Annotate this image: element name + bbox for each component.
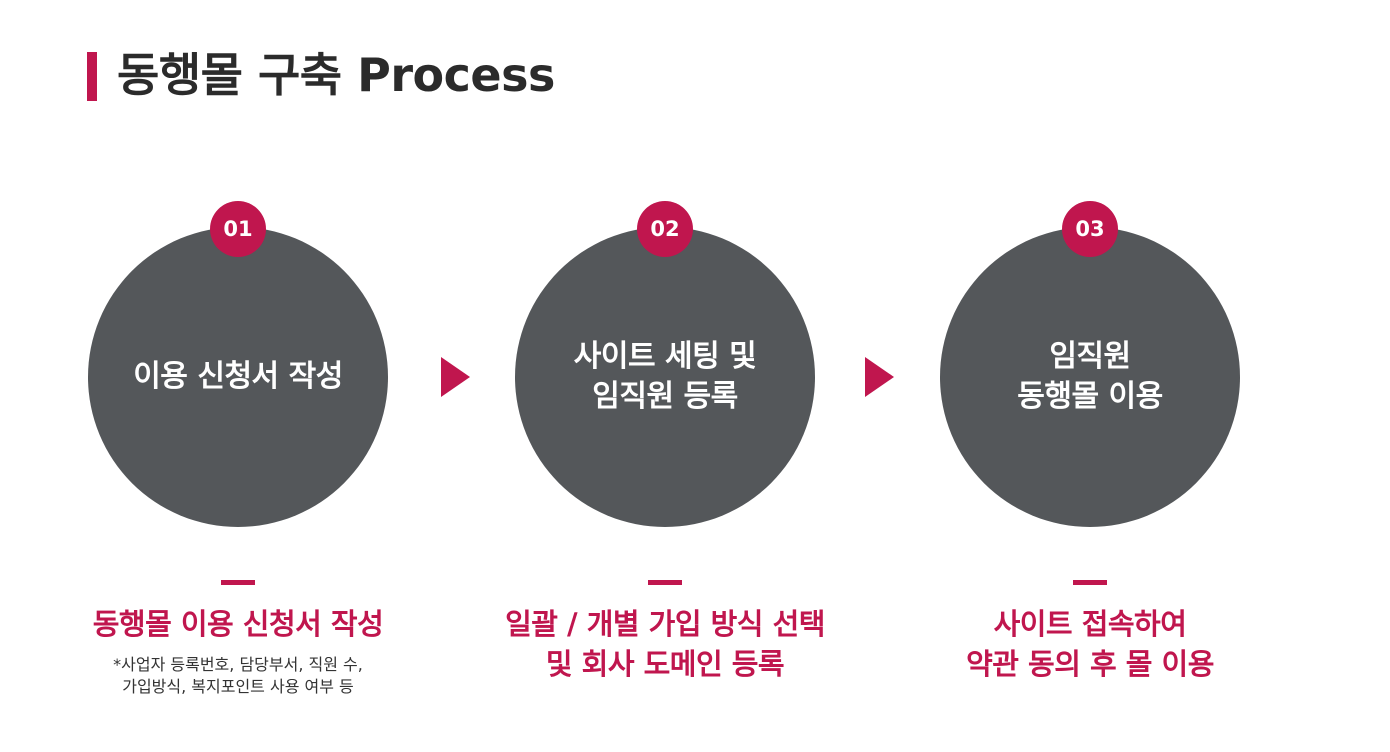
- process-step-2: 사이트 세팅 및 임직원 등록 02 일괄 / 개별 가입 방식 선택 및 회사…: [505, 0, 825, 752]
- step-circle: 이용 신청서 작성: [88, 227, 388, 527]
- step-circle: 임직원 동행몰 이용: [940, 227, 1240, 527]
- step-note: *사업자 등록번호, 담당부서, 직원 수, 가입방식, 복지포인트 사용 여부…: [113, 655, 363, 696]
- process-step-3: 임직원 동행몰 이용 03 사이트 접속하여 약관 동의 후 몰 이용: [940, 0, 1240, 752]
- step-caption: 일괄 / 개별 가입 방식 선택 및 회사 도메인 등록: [505, 607, 825, 681]
- page-title: 동행몰 구축 Process: [117, 48, 555, 102]
- step-number-badge: 01: [210, 201, 266, 257]
- step-divider: [648, 580, 682, 585]
- step-divider: [1073, 580, 1107, 585]
- step-caption: 동행몰 이용 신청서 작성: [92, 607, 384, 641]
- step-circle-text: 이용 신청서 작성: [133, 359, 343, 394]
- step-caption: 사이트 접속하여 약관 동의 후 몰 이용: [966, 607, 1214, 681]
- step-divider: [221, 580, 255, 585]
- process-step-1: 이용 신청서 작성 01 동행몰 이용 신청서 작성 *사업자 등록번호, 담당…: [88, 0, 388, 752]
- step-circle-text: 사이트 세팅 및 임직원 등록: [573, 339, 757, 414]
- title-accent-bar: [87, 52, 97, 101]
- step-circle-text: 임직원 동행몰 이용: [1017, 339, 1163, 414]
- arrow-right-icon: [865, 357, 894, 397]
- step-circle: 사이트 세팅 및 임직원 등록: [515, 227, 815, 527]
- step-number-badge: 03: [1062, 201, 1118, 257]
- arrow-right-icon: [441, 357, 470, 397]
- step-number-badge: 02: [637, 201, 693, 257]
